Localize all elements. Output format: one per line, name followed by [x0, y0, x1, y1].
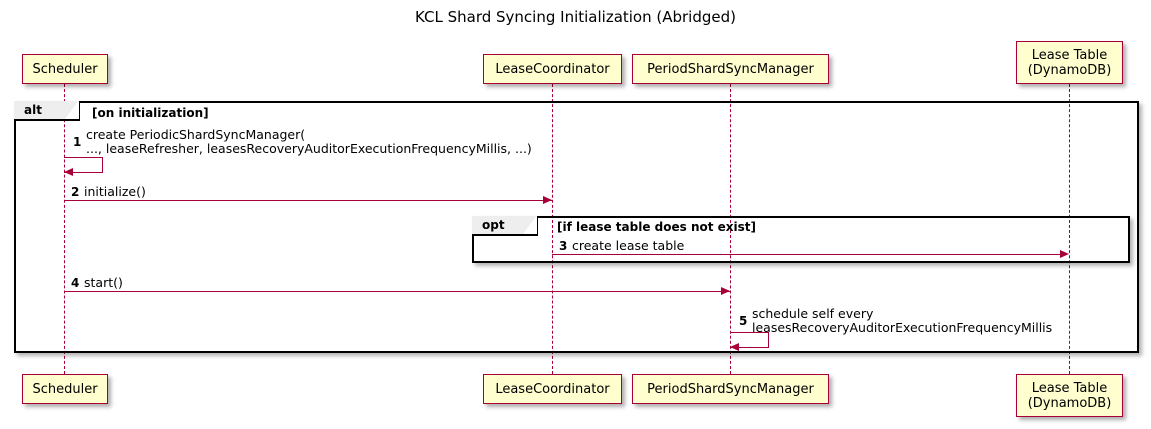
participant-period-shard-sync-manager-bottom[interactable]: PeriodShardSyncManager [632, 374, 829, 404]
fragment-alt-operator-tab: alt [14, 100, 80, 121]
participant-scheduler-bottom[interactable]: Scheduler [22, 374, 108, 404]
message-5-self-loop [730, 332, 769, 348]
lifeline-lease-coordinator [552, 84, 553, 374]
message-1-number: 1 [73, 135, 82, 149]
message-5-number: 5 [739, 314, 748, 328]
message-3-number: 3 [559, 239, 568, 253]
participant-lease-table-top[interactable]: Lease Table (DynamoDB) [1016, 41, 1123, 84]
lifeline-period-shard-sync-manager [730, 84, 731, 374]
fragment-alt-guard: [on initialization] [92, 106, 209, 120]
message-2-arrow-head [543, 195, 552, 204]
fragment-opt-guard: [if lease table does not exist] [557, 220, 757, 234]
message-3-text: create lease table [572, 238, 685, 253]
fragment-alt [14, 101, 1139, 353]
message-4-line [64, 291, 730, 292]
message-4-number: 4 [71, 276, 80, 290]
fragment-opt [472, 216, 1130, 263]
message-4-arrow-head [721, 286, 730, 295]
message-3-arrow-head [1060, 249, 1069, 258]
lifeline-scheduler [64, 84, 65, 374]
participant-period-shard-sync-manager-top[interactable]: PeriodShardSyncManager [632, 54, 829, 84]
message-2-number: 2 [71, 185, 80, 199]
message-5-text: schedule self every leasesRecoveryAudito… [752, 306, 1053, 335]
lifeline-lease-table [1069, 84, 1070, 374]
message-1-text: create PeriodicShardSyncManager( ..., le… [86, 127, 532, 156]
message-2-line [64, 200, 552, 201]
participant-lease-coordinator-bottom[interactable]: LeaseCoordinator [483, 374, 622, 404]
message-3-line [552, 254, 1060, 255]
message-5-arrow-head [730, 343, 739, 351]
diagram-title: KCL Shard Syncing Initialization (Abridg… [415, 8, 736, 26]
participant-lease-coordinator-top[interactable]: LeaseCoordinator [483, 54, 622, 84]
fragment-opt-operator-tab: opt [472, 215, 538, 236]
message-1-arrow-head [64, 168, 73, 176]
message-1-self-loop [64, 157, 103, 173]
participant-lease-table-bottom[interactable]: Lease Table (DynamoDB) [1016, 374, 1123, 417]
message-2-text: initialize() [84, 184, 146, 199]
message-4-text: start() [84, 275, 123, 290]
participant-scheduler-top[interactable]: Scheduler [22, 54, 108, 84]
